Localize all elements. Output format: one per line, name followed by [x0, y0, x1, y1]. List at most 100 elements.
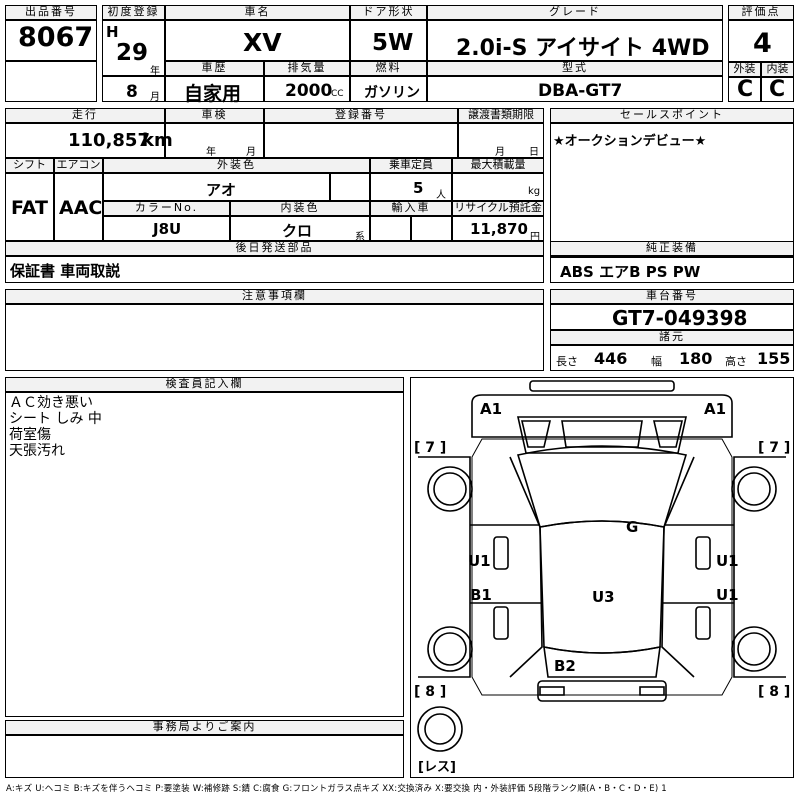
- label-max-load: 最大積載量: [452, 158, 544, 173]
- genuine-equipment: ABS エアB PS PW: [560, 263, 701, 281]
- label-model-code: 型式: [427, 61, 723, 76]
- import-box-b: [411, 216, 452, 241]
- label-history: 車歴: [165, 61, 264, 76]
- label-exterior-color: 外装色: [103, 158, 370, 173]
- exterior-grade-box: [728, 77, 761, 102]
- exterior-color-extra-box: [330, 173, 370, 201]
- later-items: 保証書 車両取説: [10, 262, 121, 280]
- score: 4: [753, 28, 772, 59]
- aircon: AAC: [59, 197, 103, 219]
- label-exterior: 外装: [728, 62, 761, 77]
- aircon-box: [54, 173, 103, 241]
- car-name-box: [165, 20, 350, 61]
- label-interior: 内装: [761, 62, 794, 77]
- label-capacity: 乗車定員: [370, 158, 452, 173]
- inspector-notes-box: [5, 392, 404, 717]
- label-aircon: エアコン: [54, 158, 103, 173]
- unit-deadline-day: 日: [529, 147, 539, 158]
- displacement: 2000: [285, 81, 333, 101]
- sales-point-box: [550, 123, 794, 258]
- label-import: 輸入車: [370, 201, 452, 216]
- model-code: DBA-GT7: [538, 81, 623, 101]
- later-items-box: [5, 256, 544, 283]
- label-dimensions: 諸元: [550, 330, 794, 345]
- label-door-type: ドア形状: [350, 5, 427, 20]
- mark-u1-left: U1: [468, 552, 491, 570]
- color-no: J8U: [153, 220, 182, 238]
- label-later-items: 後日発送部品: [5, 241, 544, 256]
- tire-tag-spare: [レス]: [418, 760, 456, 775]
- score-box: [728, 20, 794, 62]
- exterior-color: アオ: [206, 181, 237, 199]
- recycle-fee: 11,870: [470, 220, 528, 238]
- chassis-no-box: [550, 304, 794, 330]
- capacity-box: [370, 173, 452, 201]
- car-name: XV: [243, 28, 282, 57]
- label-sales-point: セールスポイント: [550, 108, 794, 123]
- inspector-notes: ＡＣ効き悪い シート しみ 中 荷室傷 天張汚れ: [9, 395, 102, 459]
- capacity: 5: [413, 179, 424, 197]
- label-inspector-notes: 検査員記入欄: [5, 377, 404, 392]
- grade: 2.0i-S アイサイト 4WD: [456, 36, 710, 61]
- length: 446: [594, 349, 628, 368]
- lot-blank-box: [5, 61, 97, 102]
- label-displacement: 排気量: [264, 61, 350, 76]
- caution-box: [5, 304, 544, 371]
- reg-year: 29: [116, 40, 149, 66]
- tire-tag-rear-left: [ 8 ]: [414, 684, 447, 700]
- mark-b1-left: B1: [470, 586, 492, 604]
- history: 自家用: [184, 83, 242, 105]
- width: 180: [679, 349, 713, 368]
- dimensions-box: [550, 345, 794, 371]
- label-height: 高さ: [725, 355, 747, 368]
- first-registration-box: [102, 20, 165, 76]
- unit-kei: 系: [355, 232, 365, 243]
- interior-color: クロ: [282, 222, 313, 240]
- note-line: 天張汚れ: [9, 443, 65, 459]
- reg-month-box: [102, 76, 165, 102]
- label-lot-number: 出品番号: [5, 5, 97, 20]
- exterior-grade: C: [737, 77, 754, 102]
- unit-kg: kg: [528, 186, 541, 197]
- mark-g: G: [626, 518, 639, 536]
- label-length: 長さ: [556, 355, 578, 368]
- note-line: ＡＣ効き悪い: [9, 395, 93, 411]
- height: 155: [757, 349, 791, 368]
- unit-month: 月: [150, 92, 160, 103]
- interior-color-box: [230, 216, 370, 241]
- displacement-box: [264, 76, 350, 102]
- chassis-no: GT7-049398: [612, 306, 748, 330]
- mark-u1-right: U1: [716, 552, 739, 570]
- mark-a1-right: A1: [704, 400, 727, 418]
- door-type-box: [350, 20, 427, 61]
- car-diagram-box: [410, 377, 794, 778]
- note-line: シート しみ 中: [9, 411, 102, 427]
- unit-inspection-year: 年: [206, 147, 216, 158]
- label-recycle-fee: リサイクル預託金: [452, 201, 544, 216]
- lot-number: 8067: [18, 22, 94, 53]
- genuine-equipment-box: [550, 256, 794, 283]
- registration-no-box: [264, 123, 458, 158]
- label-score: 評価点: [728, 5, 794, 20]
- label-width: 幅: [651, 355, 662, 368]
- unit-cc: CC: [331, 89, 344, 99]
- door-type: 5W: [372, 30, 414, 56]
- label-genuine-equipment: 純正装備: [550, 241, 794, 256]
- color-no-box: [103, 216, 230, 241]
- mark-u3: U3: [592, 588, 615, 606]
- lot-number-box: [5, 20, 97, 61]
- interior-grade: C: [769, 77, 786, 102]
- office-notice-box: [5, 735, 404, 778]
- sales-point: ★オークションデビュー★: [553, 134, 707, 149]
- unit-deadline-month: 月: [495, 147, 505, 158]
- label-transfer-deadline: 譲渡書類期限: [458, 108, 544, 123]
- label-first-registration: 初度登録: [102, 5, 165, 20]
- label-chassis-no: 車台番号: [550, 289, 794, 304]
- history-box: [165, 76, 264, 102]
- label-office-notice: 事務局よりご案内: [5, 720, 404, 735]
- tire-tag-front-right: [ 7 ]: [758, 440, 791, 456]
- label-color-no: カラーNo.: [103, 201, 230, 216]
- label-grade: グレード: [427, 5, 723, 20]
- label-interior-color: 内装色: [230, 201, 370, 216]
- grade-box: [427, 20, 723, 61]
